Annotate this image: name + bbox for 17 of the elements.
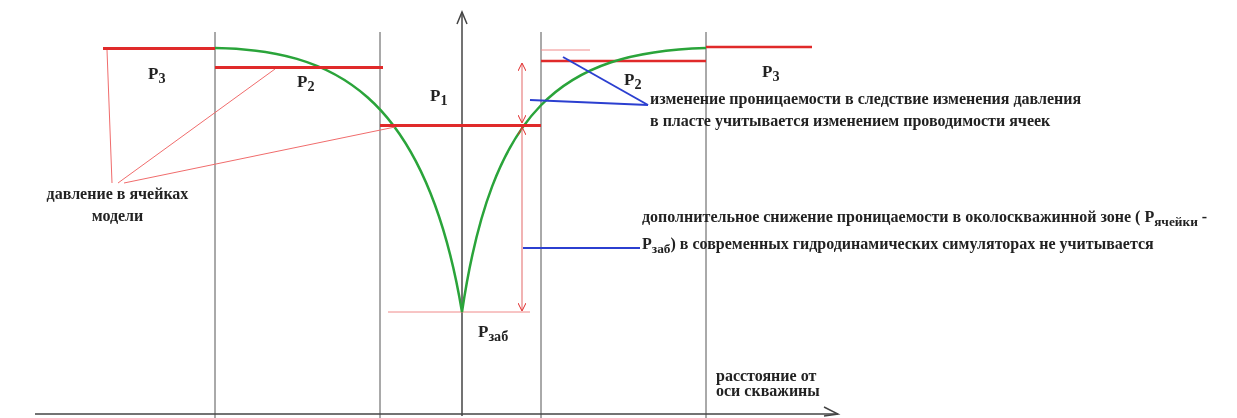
pressure-level-line bbox=[103, 47, 215, 50]
note-text: дополнительное снижение проницаемости в околоскважинной зоне ( P$_{ячейки}$ - P$_{заб}$) в современных гидродинамических симуляторах не учитывается bbox=[642, 206, 1234, 261]
axis-title: расстояние от оси скважины bbox=[716, 368, 821, 398]
pressure-label: P$_{2}$ bbox=[297, 72, 315, 96]
leader-line bbox=[529, 99, 649, 106]
callout-text: давление в ячейках модели bbox=[30, 183, 205, 227]
leader-line bbox=[562, 56, 649, 106]
pressure-label: P$_{3}$ bbox=[762, 62, 780, 86]
leader-line bbox=[123, 126, 396, 184]
pressure-label: P$_{1}$ bbox=[430, 86, 448, 110]
pressure-label: P$_{заб}$ bbox=[478, 322, 509, 346]
pressure-label: P$_{3}$ bbox=[148, 64, 166, 88]
leader-line bbox=[106, 49, 113, 184]
leader-line bbox=[117, 68, 276, 184]
pressure-label: P$_{2}$ bbox=[624, 70, 642, 94]
leader-line bbox=[522, 247, 641, 249]
note-text: изменение проницаемости в следствие изменения давления в пласте учитывается изменением проводимости ячеек bbox=[650, 88, 1090, 132]
